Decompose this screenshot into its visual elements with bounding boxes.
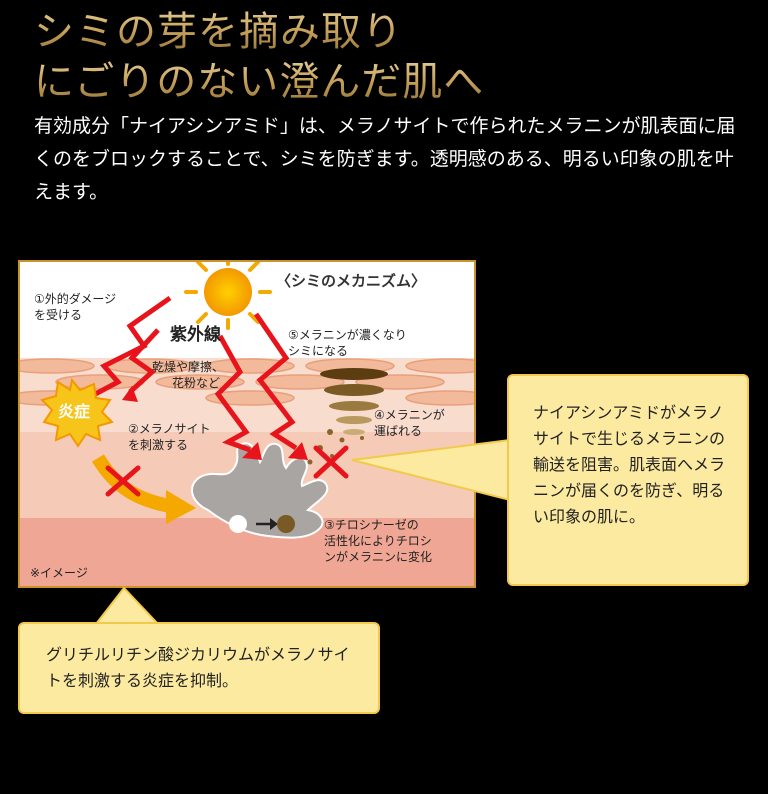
step3-label-line2: 活性化によりチロシ <box>324 534 432 548</box>
inflammation-label: 炎症 <box>58 402 91 421</box>
headline-line-2: にごりのない澄んだ肌へ <box>34 54 484 110</box>
image-note: ※イメージ <box>30 566 88 580</box>
other-damage-line2: 花粉など <box>172 376 221 390</box>
other-damage-line1: 乾燥や摩擦、 <box>152 360 225 374</box>
step4-label-line2: 運ばれる <box>374 424 423 438</box>
step5-label-line2: シミになる <box>288 344 349 358</box>
step2-label-line1: ②メラノサイト <box>128 422 211 436</box>
mechanism-diagram: 〈シミのメカニズム〉 ①外的ダメージ を受ける 紫外線 乾燥や摩擦、 花粉など … <box>18 260 476 588</box>
block-x-marks <box>105 445 349 497</box>
inflammation-burst <box>40 377 114 448</box>
step5-label-line1: ⑤メラニンが濃くなり <box>288 328 407 342</box>
step3-label-line1: ③チロシナーゼの <box>324 518 419 532</box>
stimulus-arrow <box>91 454 196 524</box>
step1-label-line1: ①外的ダメージ <box>34 292 117 306</box>
headline-line-1: シミの芽を摘み取り <box>34 4 403 60</box>
right-callout-pointer <box>351 438 511 502</box>
stratum-corneum-cells <box>20 358 474 406</box>
step4-label-line1: ④メラニンが <box>374 408 445 422</box>
melanin-spot-layers <box>320 368 388 435</box>
diagram-artwork <box>20 262 474 586</box>
step2-label-line2: を刺激する <box>128 438 189 452</box>
sun-icon <box>184 262 272 330</box>
niacinamide-callout: ナイアシンアミドがメラノサイトで生じるメラニンの輸送を阻害。肌表面へメラニンが届… <box>507 374 749 586</box>
intro-paragraph: 有効成分「ナイアシンアミド」は、メラノサイトで作られたメラニンが肌表面に届くのを… <box>34 115 736 203</box>
bottom-callout-pointer <box>93 586 161 625</box>
step3-label-line3: ンがメラニンに変化 <box>324 550 433 564</box>
uv-arrows <box>82 295 298 453</box>
mechanism-title: 〈シミのメカニズム〉 <box>276 272 427 290</box>
tyrosine-to-melanin <box>229 515 295 533</box>
step1-label-line2: を受ける <box>34 308 83 322</box>
uv-label: 紫外線 <box>170 325 221 345</box>
glycyrrhizinate-callout: グリチルリチン酸ジカリウムがメラノサイトを刺激する炎症を抑制。 <box>18 622 380 714</box>
